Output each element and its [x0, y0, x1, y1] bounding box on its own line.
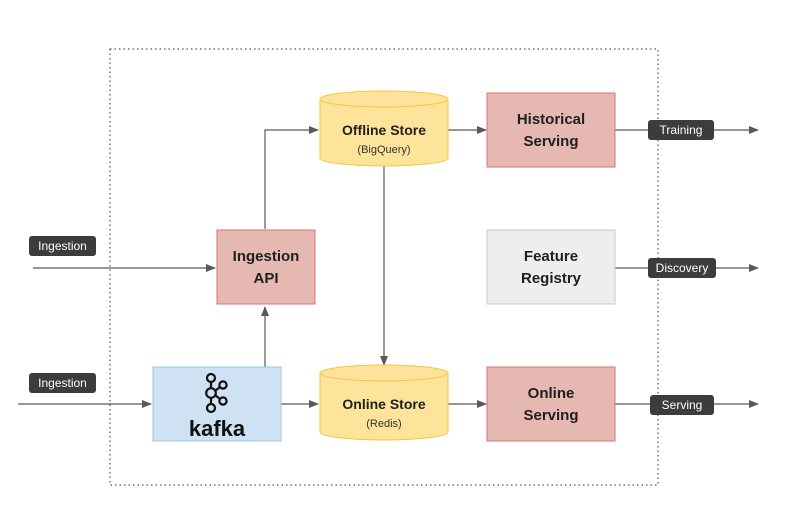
svg-text:Training: Training	[660, 123, 703, 137]
online-serving-line2: Serving	[523, 407, 578, 424]
online-store-cylinder: Online Store (Redis)	[319, 364, 449, 441]
svg-text:Ingestion: Ingestion	[38, 239, 87, 253]
historical-serving-line1: Historical	[517, 111, 585, 128]
online-serving-line1: Online	[528, 385, 575, 402]
offline-store-subtitle: (BigQuery)	[357, 144, 410, 156]
historical-serving-node: Historical Serving	[486, 92, 616, 168]
feature-registry-line2: Registry	[521, 270, 582, 287]
feature-registry-line1: Feature	[524, 248, 578, 265]
arrow-api-to-offline-store	[264, 126, 319, 229]
ingestion-api-line2: API	[253, 270, 278, 287]
kafka-wordmark: kafka	[189, 416, 246, 441]
ingestion-api-line1: Ingestion	[233, 248, 300, 265]
svg-text:Ingestion: Ingestion	[38, 376, 87, 390]
label-serving: Serving	[650, 395, 714, 415]
historical-serving-line2: Serving	[523, 133, 578, 150]
online-store-subtitle: (Redis)	[366, 418, 401, 430]
offline-store-cylinder: Offline Store (BigQuery)	[319, 90, 449, 167]
connectors	[18, 126, 759, 408]
online-store-title: Online Store	[342, 396, 425, 412]
svg-text:Discovery: Discovery	[656, 261, 709, 275]
feature-registry-node: Feature Registry	[486, 229, 616, 305]
ingestion-api-node: Ingestion API	[216, 229, 316, 305]
offline-store-title: Offline Store	[342, 122, 426, 138]
kafka-node: kafka	[152, 366, 282, 442]
online-serving-node: Online Serving	[486, 366, 616, 442]
kafka-logo-icon	[205, 372, 228, 414]
label-discovery: Discovery	[648, 258, 716, 278]
svg-text:Serving: Serving	[662, 398, 703, 412]
label-ingestion-top: Ingestion	[29, 236, 96, 256]
label-ingestion-bottom: Ingestion	[29, 373, 96, 393]
label-training: Training	[648, 120, 714, 140]
